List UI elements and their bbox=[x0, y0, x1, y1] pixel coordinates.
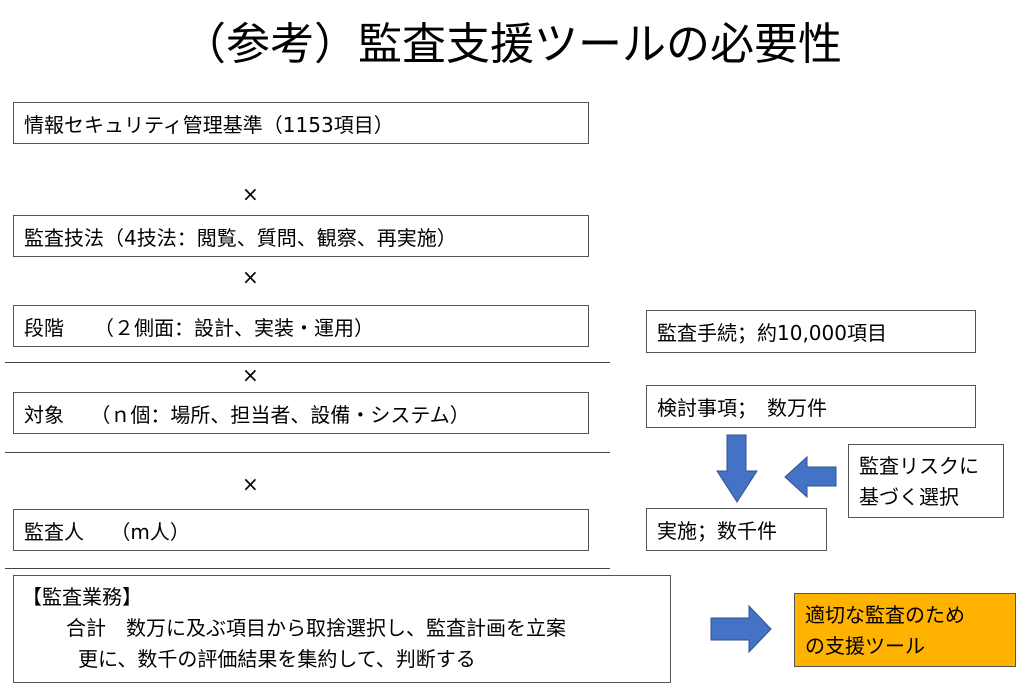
support-tool-box: 適切な監査のため の支援ツール bbox=[794, 593, 1016, 667]
arrow-left-icon bbox=[784, 455, 837, 499]
factor-targets: 対象 （ｎ個：場所、担当者、設備・システム） bbox=[13, 392, 589, 434]
multiply-sign: × bbox=[242, 265, 259, 289]
audit-work-box: 【監査業務】 合計 数万に及ぶ項目から取捨選択し、監査計画を立案 更に、数千の評… bbox=[13, 575, 671, 683]
support-tool-line1: 適切な監査のため bbox=[805, 603, 965, 627]
audit-work-line2: 更に、数千の評価結果を集約して、判断する bbox=[78, 647, 476, 671]
risk-selection-box: 監査リスクに 基づく選択 bbox=[848, 444, 1004, 518]
audit-work-heading: 【監査業務】 bbox=[22, 585, 142, 609]
audit-work-line1: 合計 数万に及ぶ項目から取捨選択し、監査計画を立案 bbox=[66, 616, 566, 640]
implementation-box: 実施；数千件 bbox=[646, 508, 827, 551]
divider bbox=[5, 362, 610, 363]
divider bbox=[5, 568, 610, 569]
risk-selection-line1: 監査リスクに bbox=[859, 454, 979, 478]
multiply-sign: × bbox=[242, 182, 259, 206]
risk-selection-line2: 基づく選択 bbox=[859, 485, 959, 509]
factor-techniques: 監査技法（4技法：閲覧、質問、観察、再実施） bbox=[13, 215, 589, 257]
divider bbox=[5, 452, 610, 453]
factor-stages: 段階 （２側面：設計、実装・運用） bbox=[13, 305, 589, 347]
factor-auditors: 監査人 （m人） bbox=[13, 509, 589, 551]
page-title: （参考）監査支援ツールの必要性 bbox=[182, 19, 842, 70]
multiply-sign: × bbox=[242, 363, 259, 387]
arrow-down-icon bbox=[716, 434, 758, 503]
factor-criteria: 情報セキュリティ管理基準（1153項目） bbox=[13, 102, 589, 144]
audit-procedures-box: 監査手続；約10,000項目 bbox=[646, 310, 976, 353]
multiply-sign: × bbox=[242, 472, 259, 496]
arrow-right-icon bbox=[710, 604, 772, 654]
support-tool-line2: の支援ツール bbox=[805, 634, 925, 658]
considerations-box: 検討事項； 数万件 bbox=[646, 385, 976, 428]
